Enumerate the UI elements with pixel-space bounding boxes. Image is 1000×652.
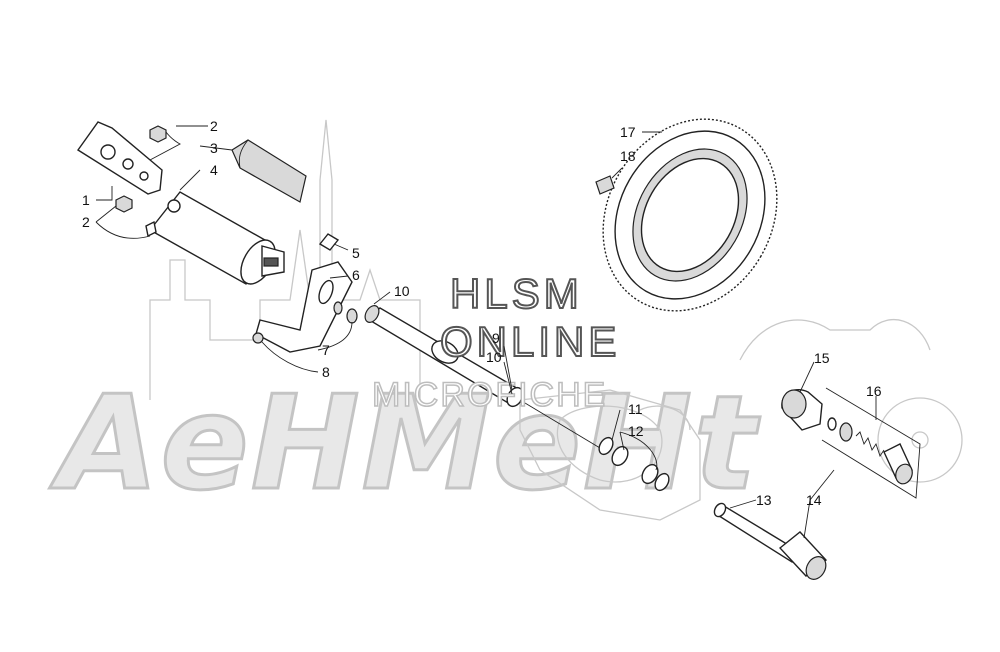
city-skyline-watermark [149,119,421,400]
callout-17: 17 [620,124,636,140]
engine-case-ghost [519,389,701,521]
callout-3: 3 [210,140,218,156]
watermark-hlsm: HLSM [450,270,583,317]
part-rings-11-12 [598,436,670,492]
part-nut-2b [115,195,133,213]
part-spring-assembly-16 [821,387,921,499]
callout-11: 11 [628,401,643,417]
callout-9: 9 [492,330,500,346]
part-drive-gear-15 [781,389,823,431]
part-washer-7 [333,301,358,324]
part-ring-gear-17 [602,118,778,312]
callout-10-mid: 10 [486,349,502,365]
part-pinion-14 [778,531,828,580]
callout-14: 14 [806,492,822,508]
watermark-microfiche: MICROFICHE [372,376,607,414]
hlsm-watermark: HLSM ONLINE MICROFICHE [371,269,620,415]
part-shaft-9 [364,305,524,408]
callout-6: 6 [352,267,360,283]
brand-watermark: AeHMeHt [49,367,761,519]
watermark-layer: AeHMeHt [48,119,963,521]
callout-10-top: 10 [394,283,410,299]
callout-16: 16 [866,383,882,399]
part-bracket-6 [252,261,353,353]
callout-1: 1 [82,192,90,208]
part-shield-3 [231,139,307,203]
callout-2-bottom: 2 [82,214,90,230]
callout-15: 15 [814,350,830,366]
callout-7: 7 [322,342,330,358]
motorcycle-wheel-watermark [877,397,963,483]
callout-8: 8 [322,364,330,380]
part-shaft-extension [519,399,601,449]
callout-13: 13 [756,492,772,508]
callout-12: 12 [628,423,644,439]
part-nut-2a [149,125,167,143]
leader-lines [95,125,877,539]
part-bracket-1 [76,121,163,195]
callout-2-top: 2 [210,118,218,134]
callout-labels: 2 3 4 1 2 5 6 7 8 10 9 10 11 12 13 14 15… [82,118,882,508]
callout-18: 18 [620,148,636,164]
motorcycle-watermark [739,319,931,361]
callout-4: 4 [210,162,218,178]
watermark-online: ONLINE [440,318,620,365]
part-bolt-5 [318,233,349,251]
part-starter-motor-4 [145,191,285,285]
part-screw-18 [595,175,615,195]
callout-5: 5 [352,245,360,261]
